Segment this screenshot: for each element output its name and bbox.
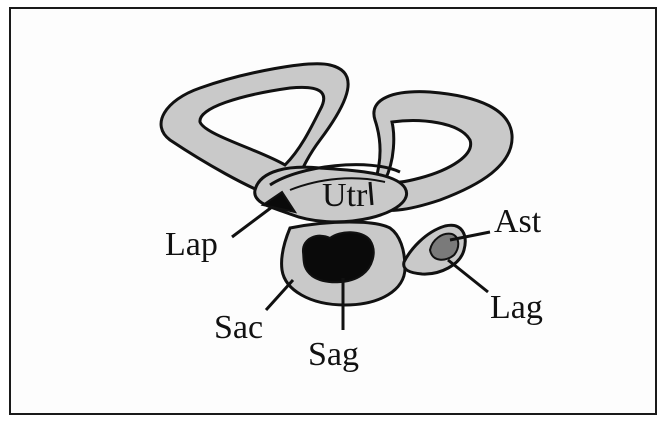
- leader-line-utr: [370, 182, 372, 205]
- leader-line-lap: [232, 207, 272, 237]
- label-sac: Sac: [214, 309, 263, 346]
- leader-line-lag: [448, 260, 488, 292]
- sagitta-otolith: [303, 232, 374, 282]
- label-lag: Lag: [490, 289, 543, 326]
- label-utr: Utr: [322, 177, 368, 214]
- label-lap: Lap: [165, 226, 218, 263]
- label-sag: Sag: [308, 336, 359, 373]
- label-ast: Ast: [494, 203, 542, 240]
- leader-line-sac: [266, 280, 293, 310]
